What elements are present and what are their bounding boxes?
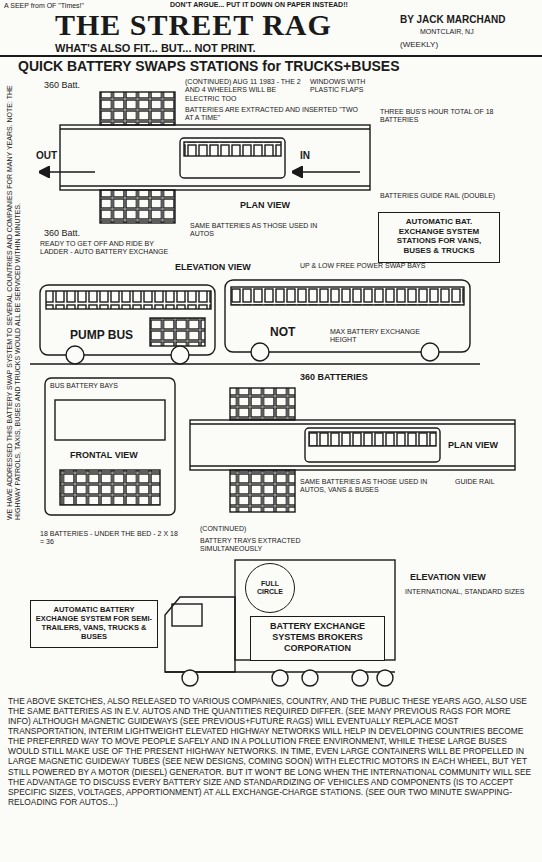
plan-view-station-2-part (190, 423, 515, 424)
text-box: AUTOMATIC BATTERY EXCHANGE SYSTEM FOR SE… (30, 600, 158, 648)
plan-view-station-part (100, 92, 175, 125)
view-label: ELEVATION VIEW (175, 262, 275, 273)
plan-view-station-part (60, 128, 370, 129)
plan-view-station-2-part (230, 388, 295, 420)
battery-count: 360 Batt. (44, 80, 99, 91)
body-paragraph: THE ABOVE SKETCHES, ALSO RELEASED TO VAR… (8, 696, 534, 807)
callout-text: BATTERIES GUIDE RAIL (DOUBLE) (380, 192, 505, 200)
frequency: (WEEKLY) (400, 40, 460, 50)
header-rule-part (0, 55, 542, 57)
semi-truck-part (182, 670, 198, 686)
plan-view-station-part (60, 185, 370, 186)
vehicle-label: NOT (270, 325, 310, 339)
vehicle-label: PUMP BUS (70, 328, 145, 342)
callout-text: THREE BUS'S HOUR TOTAL OF 18 BATTERIES (380, 108, 495, 125)
box-text: FULL CIRCLE (248, 580, 292, 597)
note-text: BATTERIES ARE EXTRACTED AND INSERTED "TW… (185, 106, 365, 123)
note-text: (CONTINUED) AUG 11 1983 - THE 2 AND 4 WH… (185, 78, 303, 103)
logo-circle: FULL CIRCLE (245, 563, 295, 613)
callout-text: SAME BATTERIES AS THOSE USED IN AUTOS, V… (300, 478, 445, 495)
plan-view-station-2-part (190, 420, 515, 470)
battery-count: 360 Batt. (44, 228, 99, 239)
callout-text: SAME BATTERIES AS THOSE USED IN AUTOS (190, 222, 325, 239)
subtitle: WHAT'S ALSO FIT... BUT... NOT PRINT. (55, 42, 355, 55)
note-text: READY TO GET OFF AND RIDE BY LADDER - AU… (40, 240, 180, 257)
elevation-buses (30, 280, 480, 364)
elevation-buses-part (30, 363, 480, 364)
elevation-buses-part (66, 346, 84, 364)
elevation-buses-part (421, 343, 439, 361)
note-text: 18 BATTERIES - UNDER THE BED - 2 X 18 = … (40, 530, 180, 547)
masthead-title: THE STREET RAG (55, 10, 332, 40)
semi-truck-part (352, 670, 368, 686)
elevation-buses-part (251, 343, 269, 361)
direction-label: OUT (36, 150, 60, 162)
plan-view-station-2-part (309, 432, 436, 446)
plan-view-station-part (40, 171, 95, 172)
address: MONTCLAIR, NJ (420, 28, 530, 36)
elevation-buses-part (225, 280, 470, 352)
box-text: BATTERY EXCHANGE SYSTEMS BROKERS CORPORA… (255, 621, 380, 653)
header-rule (0, 55, 542, 56)
plan-view-station-2-part (190, 465, 515, 466)
semi-truck-part (165, 597, 235, 672)
semi-truck-part (172, 604, 202, 626)
note-text: (CONTINUED) (200, 525, 270, 533)
note-text: BATTERY TRAYS EXTRACTED SIMULTANEOUSLY (200, 537, 350, 554)
byline: BY JACK MARCHAND (400, 14, 535, 26)
semi-truck-part (235, 560, 395, 660)
callout-text: WINDOWS WITH PLASTIC FLAPS (310, 78, 378, 95)
frontal-view-bus-part (55, 400, 165, 440)
text-box: AUTOMATIC BAT. EXCHANGE SYSTEM STATIONS … (378, 212, 500, 263)
frontal-view-bus-part (45, 378, 175, 515)
slogan: DON'T ARGUE... PUT IT DOWN ON PAPER INST… (170, 1, 410, 9)
margin-note: WE HAVE ADDRESSED THIS BATTERY SWAP SYST… (6, 80, 23, 520)
semi-truck-part (302, 670, 318, 686)
callout-text: MAX BATTERY EXCHANGE HEIGHT (330, 328, 445, 345)
plan-view-station-2 (190, 388, 515, 512)
callout-text: BUS BATTERY BAYS (50, 382, 165, 390)
elevation-buses-part (231, 287, 464, 305)
plan-view-station-part (60, 125, 370, 190)
plan-view-station-2-part (230, 470, 295, 512)
battery-count: 360 BATTERIES (300, 372, 390, 383)
semi-truck (165, 560, 395, 686)
edition-note: A SEEP from OF "Times!" (4, 2, 114, 10)
elevation-buses-part (40, 285, 215, 355)
box-text: AUTOMATIC BATTERY EXCHANGE SYSTEM FOR SE… (35, 605, 153, 641)
view-label: FRONTAL VIEW (70, 450, 160, 461)
view-label: PLAN VIEW (448, 440, 508, 451)
plan-view-station-part (184, 142, 281, 156)
elevation-buses-part (46, 291, 211, 309)
callout-text: GUIDE RAIL (455, 478, 510, 486)
text-box: BATTERY EXCHANGE SYSTEMS BROKERS CORPORA… (250, 616, 385, 661)
view-label: ELEVATION VIEW (410, 572, 505, 583)
callout-text: UP & LOW FREE POWER SWAP BAYS (300, 262, 470, 270)
elevation-buses-part (150, 318, 205, 346)
frontal-view-bus-part (60, 470, 160, 505)
view-label: PLAN VIEW (240, 200, 320, 211)
plan-view-station-2-part (305, 428, 440, 462)
section-heading: QUICK BATTERY SWAPS STATIONS for TRUCKS+… (18, 58, 523, 75)
semi-truck-part (272, 670, 288, 686)
plan-view-station-part (100, 190, 175, 223)
plan-view-station (40, 92, 370, 223)
plan-view-station-part (293, 171, 360, 172)
direction-label: IN (300, 150, 324, 162)
frontal-view-bus (45, 378, 175, 515)
semi-truck-part (377, 670, 393, 686)
box-text: AUTOMATIC BAT. EXCHANGE SYSTEM STATIONS … (383, 217, 495, 255)
elevation-buses-part (171, 346, 189, 364)
plan-view-station-part (180, 138, 285, 178)
callout-text: INTERNATIONAL, STANDARD SIZES (405, 588, 525, 596)
